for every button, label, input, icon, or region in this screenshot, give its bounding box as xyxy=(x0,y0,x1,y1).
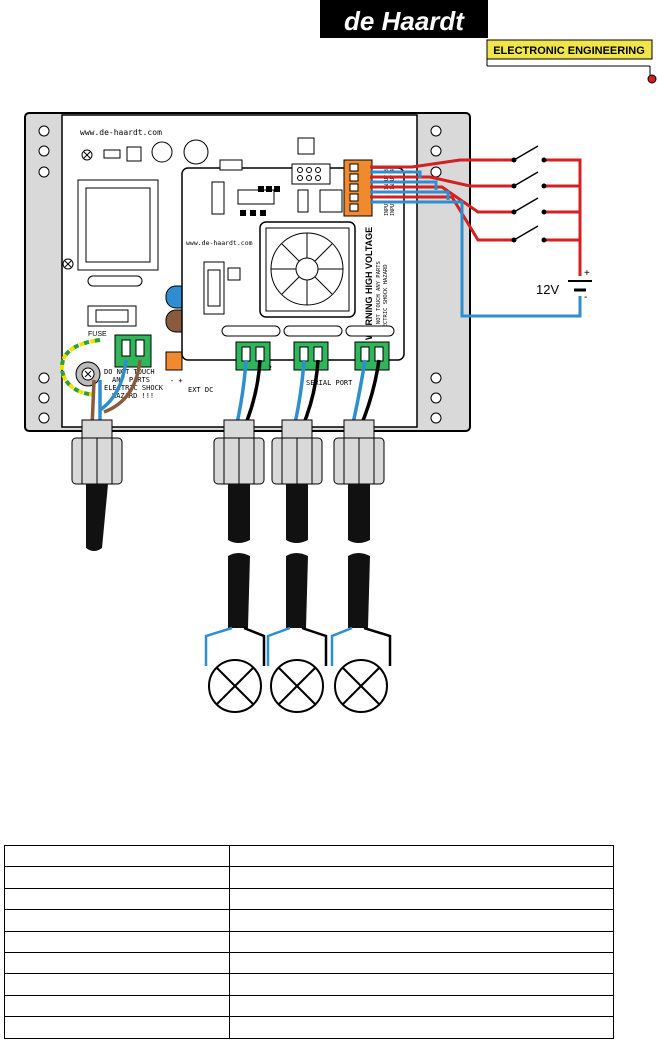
input-connector xyxy=(343,159,373,217)
switch-wiring xyxy=(370,158,582,318)
ext-dc-connector xyxy=(165,351,183,371)
table-row xyxy=(4,866,614,889)
table-cell xyxy=(229,909,614,932)
svg-text:INPUT 1: INPUT 1 xyxy=(384,195,390,216)
table-cell xyxy=(4,887,230,911)
svg-text:INPUT 3: INPUT 3 xyxy=(384,169,390,190)
ext-dc-label: EXT DC xyxy=(188,386,213,394)
wiring-diagram: de Haardt ELECTRONIC ENGINEERING www.de-… xyxy=(24,0,657,713)
svg-text:HAZARD !!!: HAZARD !!! xyxy=(112,392,154,400)
table-cell xyxy=(229,887,614,911)
table-cell xyxy=(229,994,614,1018)
lamp-icon xyxy=(334,659,388,713)
table-row xyxy=(4,930,614,953)
hv-warning-text: WARNING HIGH VOLTAGE DO NOT TOUCH ANY PA… xyxy=(364,227,389,340)
switch-icon xyxy=(511,145,547,243)
table-cell xyxy=(229,866,614,889)
output-terminal-2 xyxy=(293,341,329,371)
lamp-icon xyxy=(270,659,324,713)
table-row xyxy=(4,994,614,1018)
table-cell xyxy=(229,951,614,975)
svg-text:DO NOT TOUCH: DO NOT TOUCH xyxy=(104,368,155,376)
battery-minus: - xyxy=(584,292,587,303)
logo-tagline: ELECTRONIC ENGINEERING xyxy=(493,45,645,57)
fuse xyxy=(87,305,137,327)
table-cell xyxy=(4,973,230,996)
output-terminal-3 xyxy=(354,341,390,371)
screw-icon xyxy=(62,258,74,270)
table-cell xyxy=(4,909,230,932)
output-terminal-1 xyxy=(235,341,271,371)
table-cell xyxy=(229,973,614,996)
logo-name: de Haardt xyxy=(344,6,465,36)
lamp-wiring xyxy=(204,626,392,666)
table-row xyxy=(4,1016,614,1039)
wiring-table xyxy=(4,844,614,1039)
table-row xyxy=(4,973,614,996)
table-cell xyxy=(4,930,230,953)
company-logo: de Haardt ELECTRONIC ENGINEERING xyxy=(320,0,657,84)
table-row xyxy=(4,951,614,975)
svg-text:WARNING HIGH VOLTAGE: WARNING HIGH VOLTAGE xyxy=(364,227,374,340)
output-2-label: 2 xyxy=(268,364,272,372)
table-row xyxy=(4,844,614,868)
table-cell xyxy=(229,844,614,868)
table-cell xyxy=(4,994,230,1018)
mains-terminal xyxy=(114,334,152,368)
battery-icon xyxy=(568,280,592,294)
svg-text:INPUT 2: INPUT 2 xyxy=(390,195,396,216)
fan-heatsink xyxy=(259,221,356,318)
lower-cables xyxy=(228,553,370,628)
svg-text:DO NOT TOUCH ANY PARTS: DO NOT TOUCH ANY PARTS xyxy=(376,261,382,334)
svg-text:ELECTRIC SHOCK HAZARD: ELECTRIC SHOCK HAZARD xyxy=(383,264,389,334)
table-cell xyxy=(4,866,230,889)
battery-voltage: 12V xyxy=(536,282,559,297)
cable-glands xyxy=(71,419,385,551)
svg-text:ANY PARTS: ANY PARTS xyxy=(112,376,150,384)
ext-dc-pins: - + xyxy=(170,377,183,385)
table-row xyxy=(4,887,614,911)
input-labels: INPUT 1 INPUT 2 INPUT 3 INPUT 4 xyxy=(384,169,396,216)
table-cell xyxy=(4,844,230,868)
table-cell xyxy=(229,1016,614,1039)
table-cell xyxy=(4,1016,230,1039)
table-cell xyxy=(4,951,230,975)
table-row xyxy=(4,909,614,932)
board-url: www.de-haardt.com xyxy=(80,128,162,137)
svg-text:INPUT 4: INPUT 4 xyxy=(390,169,396,190)
battery-plus: + xyxy=(584,268,590,279)
lamp-icon xyxy=(208,659,262,713)
serial-port-label: SERIAL PORT xyxy=(306,379,353,387)
table-cell xyxy=(229,930,614,953)
screw-icon xyxy=(81,149,93,161)
pcb-url: www.de-haardt.com xyxy=(186,239,253,247)
fuse-label: FUSE xyxy=(88,331,107,338)
